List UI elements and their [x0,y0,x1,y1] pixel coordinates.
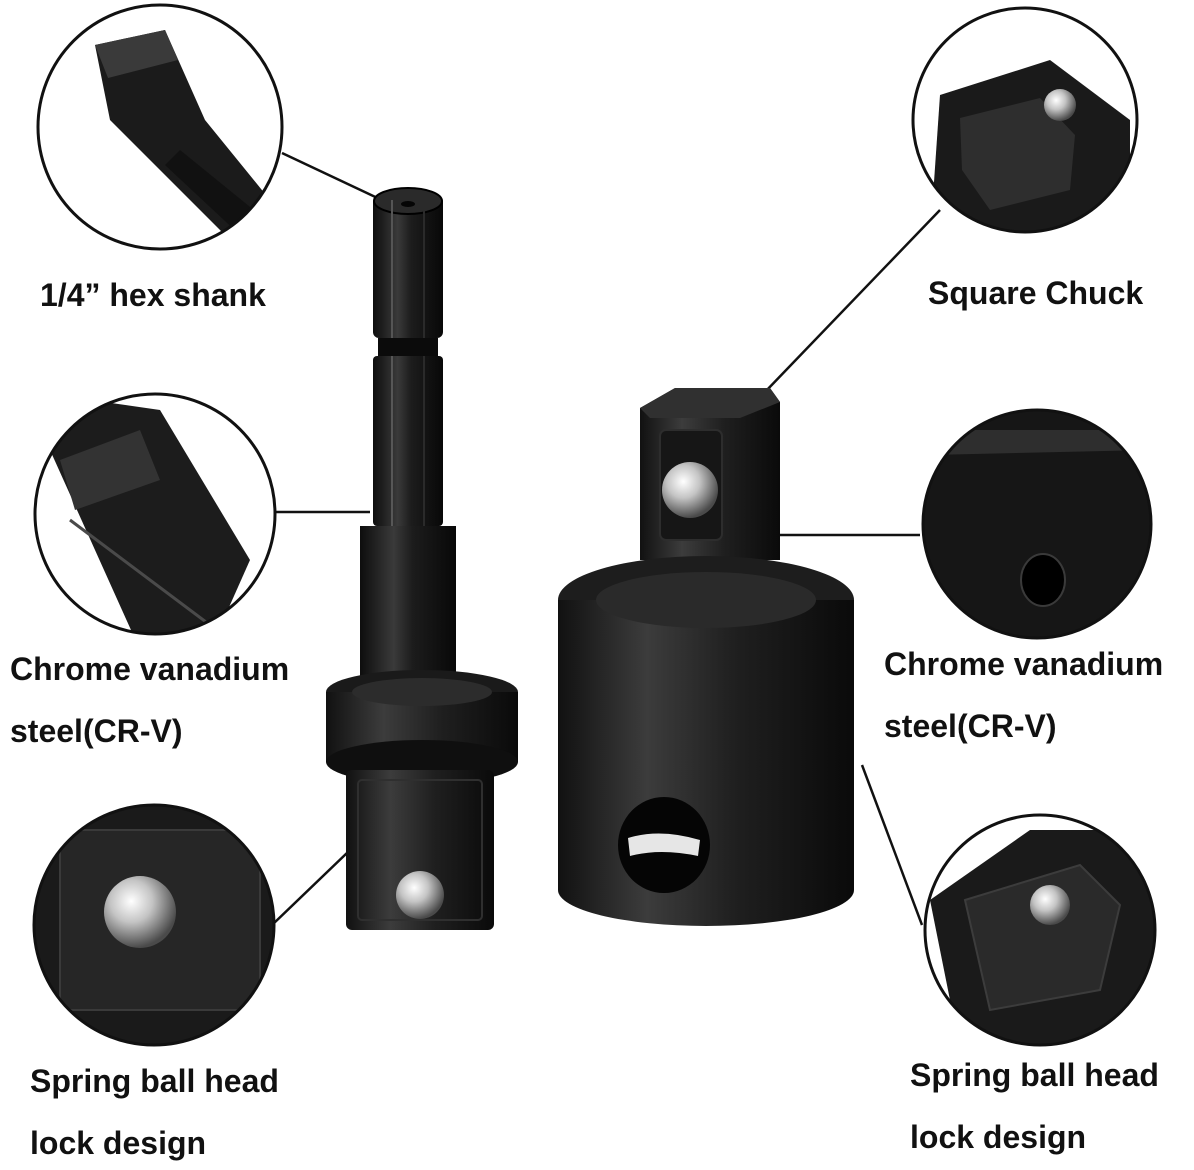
inset-frame [32,803,276,1047]
label-ball-left: Spring ball head lock design [30,1062,279,1162]
hex-drive-adapter [326,187,518,930]
inset-frame [33,392,277,636]
inset-hex-tip [38,5,282,249]
label-crv-left-line2: steel(CR-V) [10,713,183,749]
label-crv-left-line1: Chrome vanadium [10,651,290,687]
inset-frame [911,6,1139,234]
label-ball-left-line1: Spring ball head [30,1063,279,1099]
leader-line-square [764,209,941,393]
leader-line-ball-right [860,764,924,926]
inset-spring-ball-right [925,815,1155,1045]
label-ball-left-line2: lock design [30,1125,207,1161]
spring-ball [662,462,718,518]
inset-shank [35,394,275,634]
spring-ball [396,871,444,919]
label-square-chuck: Square Chuck [928,275,1144,311]
inset-frame [36,3,284,251]
inset-frame [923,813,1157,1047]
inset-square-chuck [913,8,1137,232]
inset-spring-ball-left [34,805,274,1045]
square-socket-adapter [558,388,854,926]
label-crv-right-line2: steel(CR-V) [884,708,1057,744]
leader-line-ball-left [271,851,349,926]
label-hex-shank: 1/4” hex shank [40,277,266,313]
label-crv-right-line1: Chrome vanadium [884,646,1164,682]
inset-frame [921,408,1153,640]
label-crv-right: Chrome vanadium steel(CR-V) [884,645,1163,745]
label-crv-left: Chrome vanadium steel(CR-V) [10,650,289,750]
label-ball-right: Spring ball head lock design [910,1056,1159,1156]
label-ball-right-line1: Spring ball head [910,1057,1159,1093]
label-ball-right-line2: lock design [910,1119,1087,1155]
leader-line-hex [281,151,389,205]
leader-lines [271,151,941,926]
inset-body [923,410,1151,638]
